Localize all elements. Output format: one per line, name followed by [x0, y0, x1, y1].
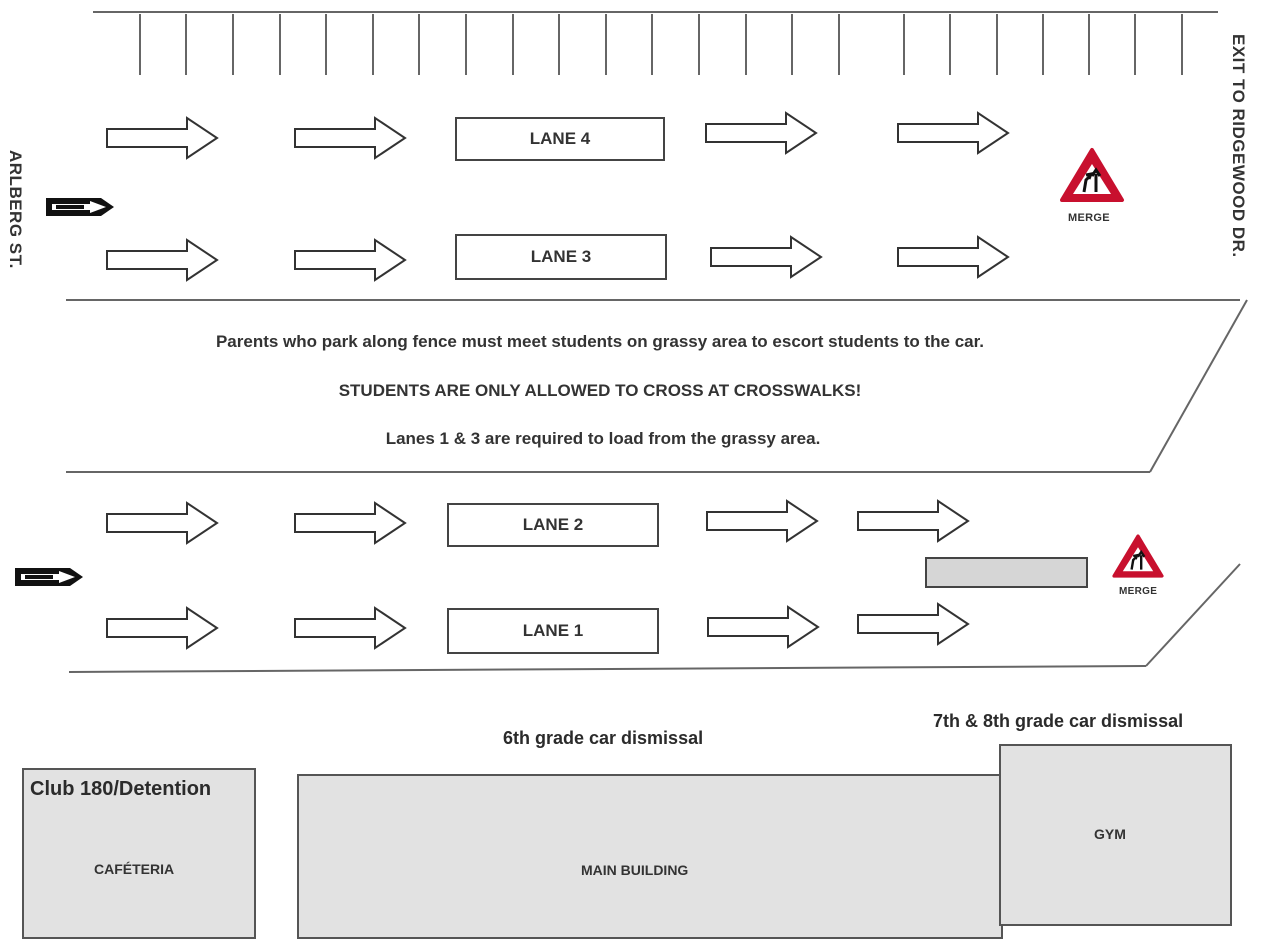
lane-1-label: LANE 1: [447, 608, 659, 654]
cafeteria-label: CAFÉTERIA: [94, 861, 175, 877]
street-label-west: ARLBERG ST.: [6, 150, 25, 269]
lane-4-label: LANE 4: [455, 117, 665, 161]
lane-direction-arrow-icon: [705, 112, 817, 154]
parking-stalls: [139, 14, 1183, 75]
merge-sign-icon: [1112, 534, 1164, 578]
lane-2-label: LANE 2: [447, 503, 659, 547]
lane-direction-arrow-icon: [707, 606, 819, 648]
lane-direction-arrow-icon: [706, 500, 818, 542]
lane-direction-arrow-icon: [897, 236, 1009, 278]
lane-direction-arrow-icon: [897, 112, 1009, 154]
lane-direction-arrow-icon: [106, 239, 218, 281]
notice-crosswalks: STUDENTS ARE ONLY ALLOWED TO CROSS AT CR…: [338, 381, 862, 400]
lane-direction-arrow-icon: [106, 607, 218, 649]
lane-direction-arrow-icon: [857, 603, 969, 645]
gym-label: GYM: [1094, 826, 1126, 842]
gym-building: GYM: [999, 744, 1232, 926]
main-building: MAIN BUILDING: [297, 774, 1003, 939]
lane-3-label: LANE 3: [455, 234, 667, 280]
road-bottom-edge: [68, 665, 1147, 673]
merge-sign-icon: [1060, 148, 1124, 202]
lane-direction-arrow-icon: [294, 607, 406, 649]
traffic-island: [925, 557, 1088, 588]
notice-loading: Lanes 1 & 3 are required to load from th…: [385, 429, 821, 448]
merge-label-bottom: MERGE: [1119, 586, 1158, 597]
notice-parking: Parents who park along fence must meet s…: [215, 332, 985, 351]
lane-direction-arrow-icon: [106, 117, 218, 159]
lane-direction-arrow-icon: [857, 500, 969, 542]
club-180-label: Club 180/Detention: [30, 778, 212, 800]
lane-direction-arrow-icon: [294, 502, 406, 544]
lane-direction-arrow-icon: [294, 239, 406, 281]
road-diagonal-edge: [1145, 563, 1241, 667]
main-building-label: MAIN BUILDING: [581, 862, 689, 878]
sixth-grade-dismissal-label: 6th grade car dismissal: [503, 728, 704, 748]
seventh-eighth-dismissal-label: 7th & 8th grade car dismissal: [933, 711, 1184, 731]
street-label-east: EXIT TO RIDGEWOOD DR.: [1229, 34, 1248, 258]
cafeteria-building: Club 180/Detention CAFÉTERIA: [22, 768, 256, 939]
merge-label-top: MERGE: [1068, 212, 1110, 224]
lane-direction-arrow-icon: [106, 502, 218, 544]
lane-direction-arrow-icon: [294, 117, 406, 159]
median-diagonal-edge: [1149, 299, 1248, 473]
lane-direction-arrow-icon: [710, 236, 822, 278]
one-way-arrow-sign-icon: [46, 198, 114, 216]
one-way-arrow-sign-icon: [15, 568, 83, 586]
